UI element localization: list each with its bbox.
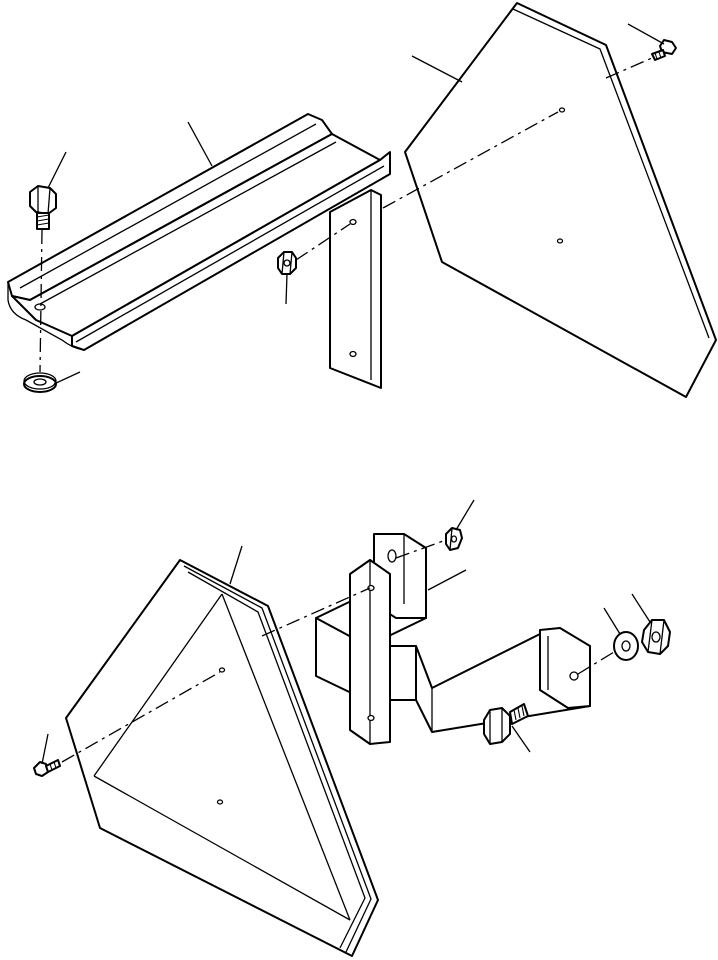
lower-hex-bolt [483,703,529,745]
upper-assembly [7,2,717,398]
upper-axis-screw [605,57,653,79]
upper-leader-screw [627,23,665,45]
lower-axis-strap [261,587,371,637]
upper-axis-bolt [39,229,43,373]
upper-leader-channel [187,121,213,167]
lower-leader-screw [41,733,49,765]
upper-screw [651,39,677,61]
upper-leader-nut [285,273,288,305]
channel-hole [34,303,46,311]
upper-hex-nut [277,251,297,275]
lower-hex-nut-upper [445,527,463,551]
lower-screw [33,759,61,777]
lower-sign-hole-upper [218,667,226,673]
lower-vertical-strap [349,559,391,745]
lower-leader-bracket [427,569,467,591]
upper-leader-bolt [47,151,67,189]
lower-leader-bolt [511,725,531,753]
lower-leader-sign [229,545,243,585]
upper-axis-nut [295,223,351,261]
upper-axis-sign [382,111,559,209]
lower-leader-washer [603,607,621,635]
upper-channel-bracket [7,113,391,351]
lower-leader-nut [631,593,651,623]
lower-hex-nut [641,619,671,655]
upper-hex-bolt [29,185,57,230]
lower-sign-hole-lower [216,799,224,805]
lower-washer [613,631,639,661]
lower-leader-nut-upper [455,499,475,531]
lower-sign-plate [65,559,379,957]
lower-axis-sign [61,671,221,763]
lower-axis-right [577,651,615,675]
upper-leader-washer [53,371,81,385]
sign-hole-lower [556,238,564,244]
sign-hole-upper [558,107,566,113]
upper-washer [23,372,57,393]
upper-sign-plate [404,2,717,398]
upper-support-leg [329,189,382,389]
upper-leader-sign [411,55,463,83]
lower-axis-nut-upper [395,539,447,559]
lower-assembly [33,499,671,957]
